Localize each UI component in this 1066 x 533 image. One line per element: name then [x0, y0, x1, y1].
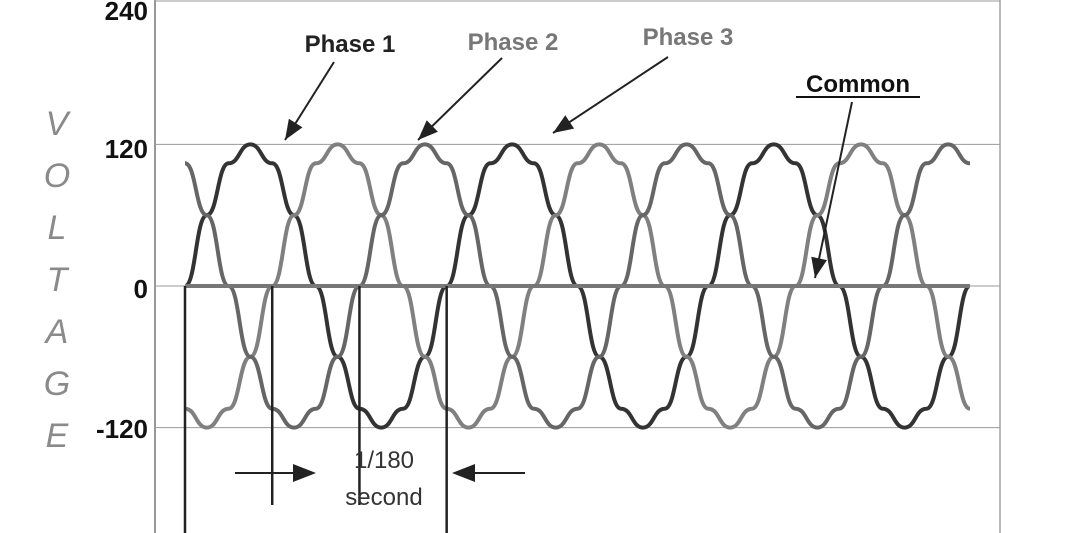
series-label-arrowhead	[553, 115, 575, 133]
y-tick-label: -120	[96, 414, 148, 444]
interval-label-line1: 1/180	[354, 447, 414, 474]
y-axis-label-letter: O	[44, 157, 70, 195]
y-axis-label-letter: E	[46, 417, 69, 455]
y-axis-label-letter: L	[48, 209, 67, 247]
interval-label-line2: second	[345, 484, 422, 511]
interval-arrowhead-left	[293, 464, 316, 482]
series-label-phase-1: Phase 1	[305, 31, 396, 58]
series-label-phase-3: Phase 3	[643, 24, 734, 51]
y-axis-label-letter: V	[46, 105, 72, 143]
interval-annotation: 1/180 second	[345, 447, 422, 511]
series-label-pointer	[552, 56, 669, 134]
interval-markers	[183, 286, 525, 533]
y-tick-label: 0	[134, 274, 148, 304]
interval-arrowhead-right	[452, 464, 475, 482]
y-tick-label: 120	[105, 134, 148, 164]
series-label-arrowhead	[811, 256, 827, 278]
series-label-pointer	[814, 101, 853, 279]
y-axis-label-letter: T	[47, 261, 70, 299]
series-label-arrowhead	[285, 118, 303, 140]
y-axis-label-letter: A	[44, 313, 69, 351]
y-tick-labels: 240 120 0 -120	[96, 0, 148, 444]
series-line-phase-3	[184, 142, 971, 430]
series-label-common: Common	[806, 71, 910, 98]
series-lines	[183, 142, 972, 430]
series-labels: Phase 1 Phase 2 Phase 3 Common	[284, 24, 920, 279]
y-tick-label: 240	[105, 0, 148, 26]
series-label-arrowhead	[418, 120, 438, 140]
series-label-phase-2: Phase 2	[468, 29, 559, 56]
y-axis-label-letter: G	[44, 365, 70, 403]
